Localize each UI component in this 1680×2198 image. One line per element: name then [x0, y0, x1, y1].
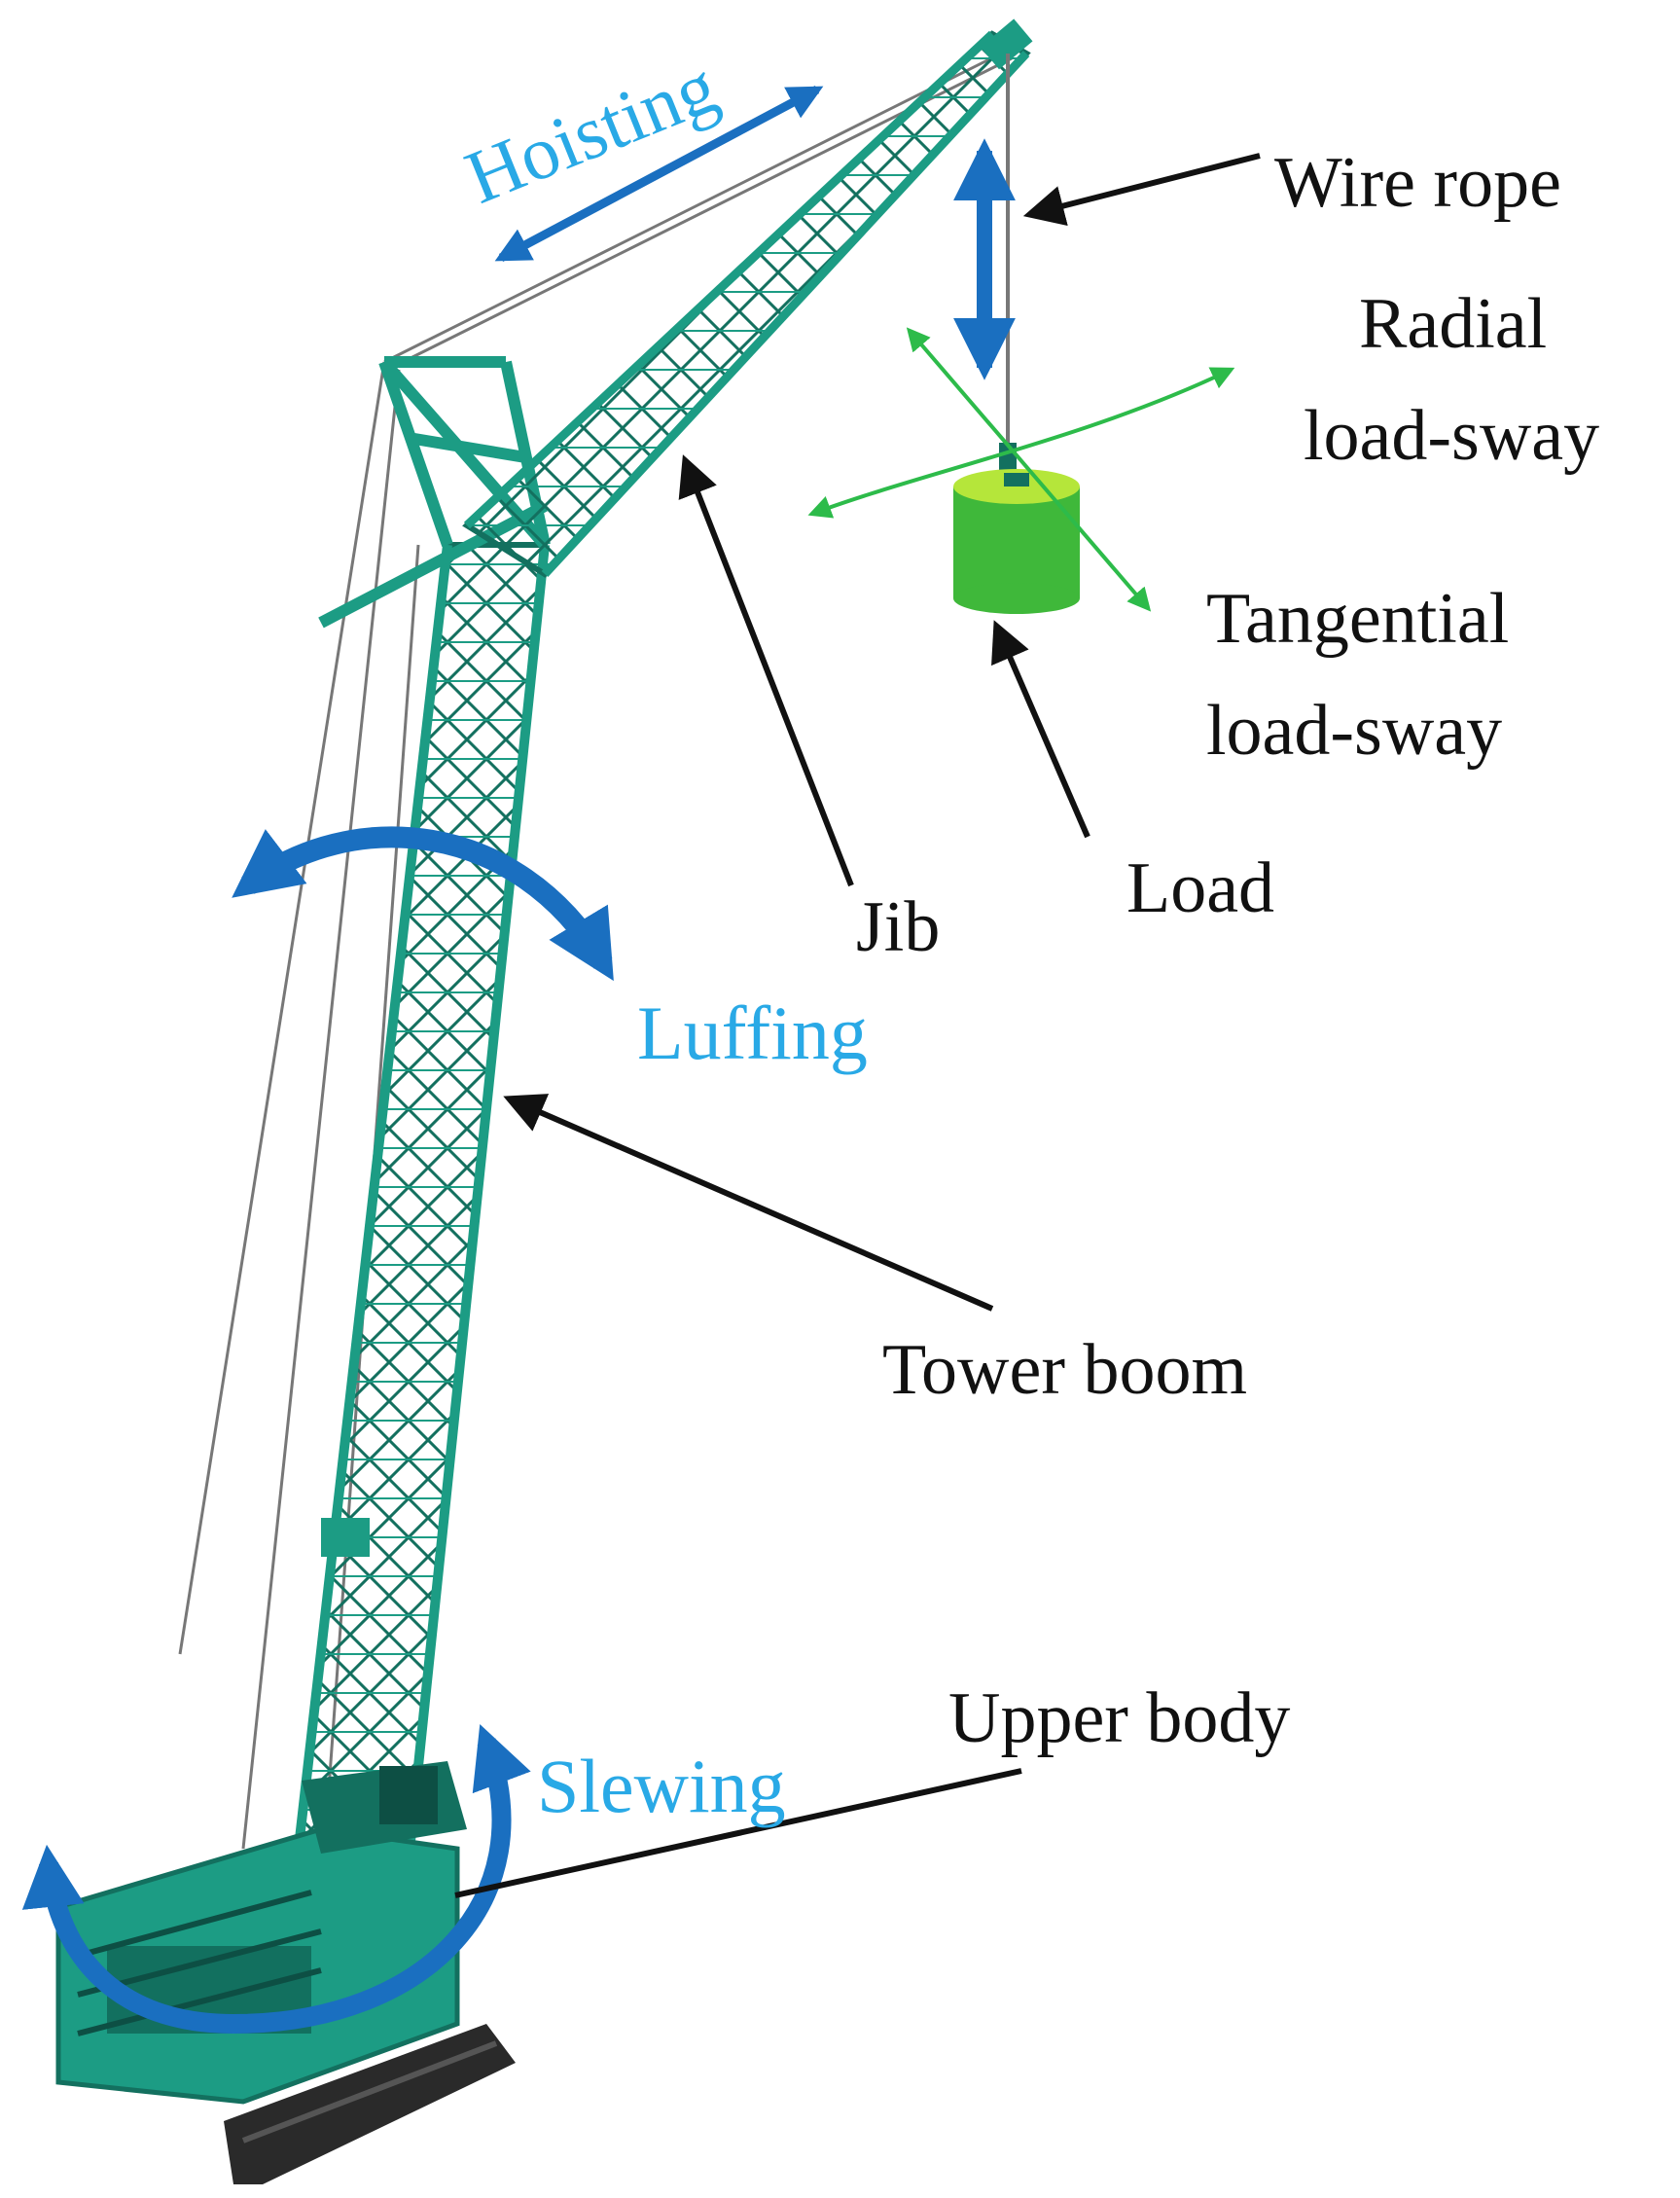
wire-rope-label: Wire rope	[1274, 143, 1561, 223]
crawler-crane	[55, 18, 1033, 2184]
tangential-label-line1: Tangential	[1206, 579, 1509, 659]
hoisting-label: Hoisting	[454, 43, 729, 219]
leader-wire-rope	[1022, 153, 1261, 227]
leader-tower-boom	[503, 1094, 994, 1312]
load-label: Load	[1126, 848, 1274, 928]
upper-body-label: Upper body	[948, 1678, 1290, 1758]
hoisting-arrow	[494, 86, 824, 262]
tangential-sway-arrow	[807, 367, 1235, 519]
tangential-label-line2: load-sway	[1206, 691, 1502, 771]
load-cylinder	[953, 469, 1080, 614]
slewing-label: Slewing	[537, 1744, 786, 1828]
luffing-label: Luffing	[637, 991, 868, 1075]
leader-load	[991, 620, 1090, 839]
leader-upper-body	[454, 1768, 1022, 1898]
leader-lines	[454, 153, 1261, 1898]
tower-boom-label: Tower boom	[882, 1330, 1247, 1410]
jib-label: Jib	[856, 887, 940, 967]
crawler-track	[224, 2024, 516, 2184]
luffing-arrow	[232, 826, 614, 982]
radial-label-line1: Radial	[1359, 284, 1547, 364]
tower-boom-structure	[287, 542, 550, 1910]
hoist-rope	[999, 54, 1017, 470]
upper-body-structure	[55, 1761, 467, 2105]
pendant-ropes	[178, 49, 1013, 1898]
leader-jib	[678, 454, 854, 887]
slewing-arrow	[21, 1724, 531, 2035]
radial-label-line2: load-sway	[1304, 396, 1599, 476]
